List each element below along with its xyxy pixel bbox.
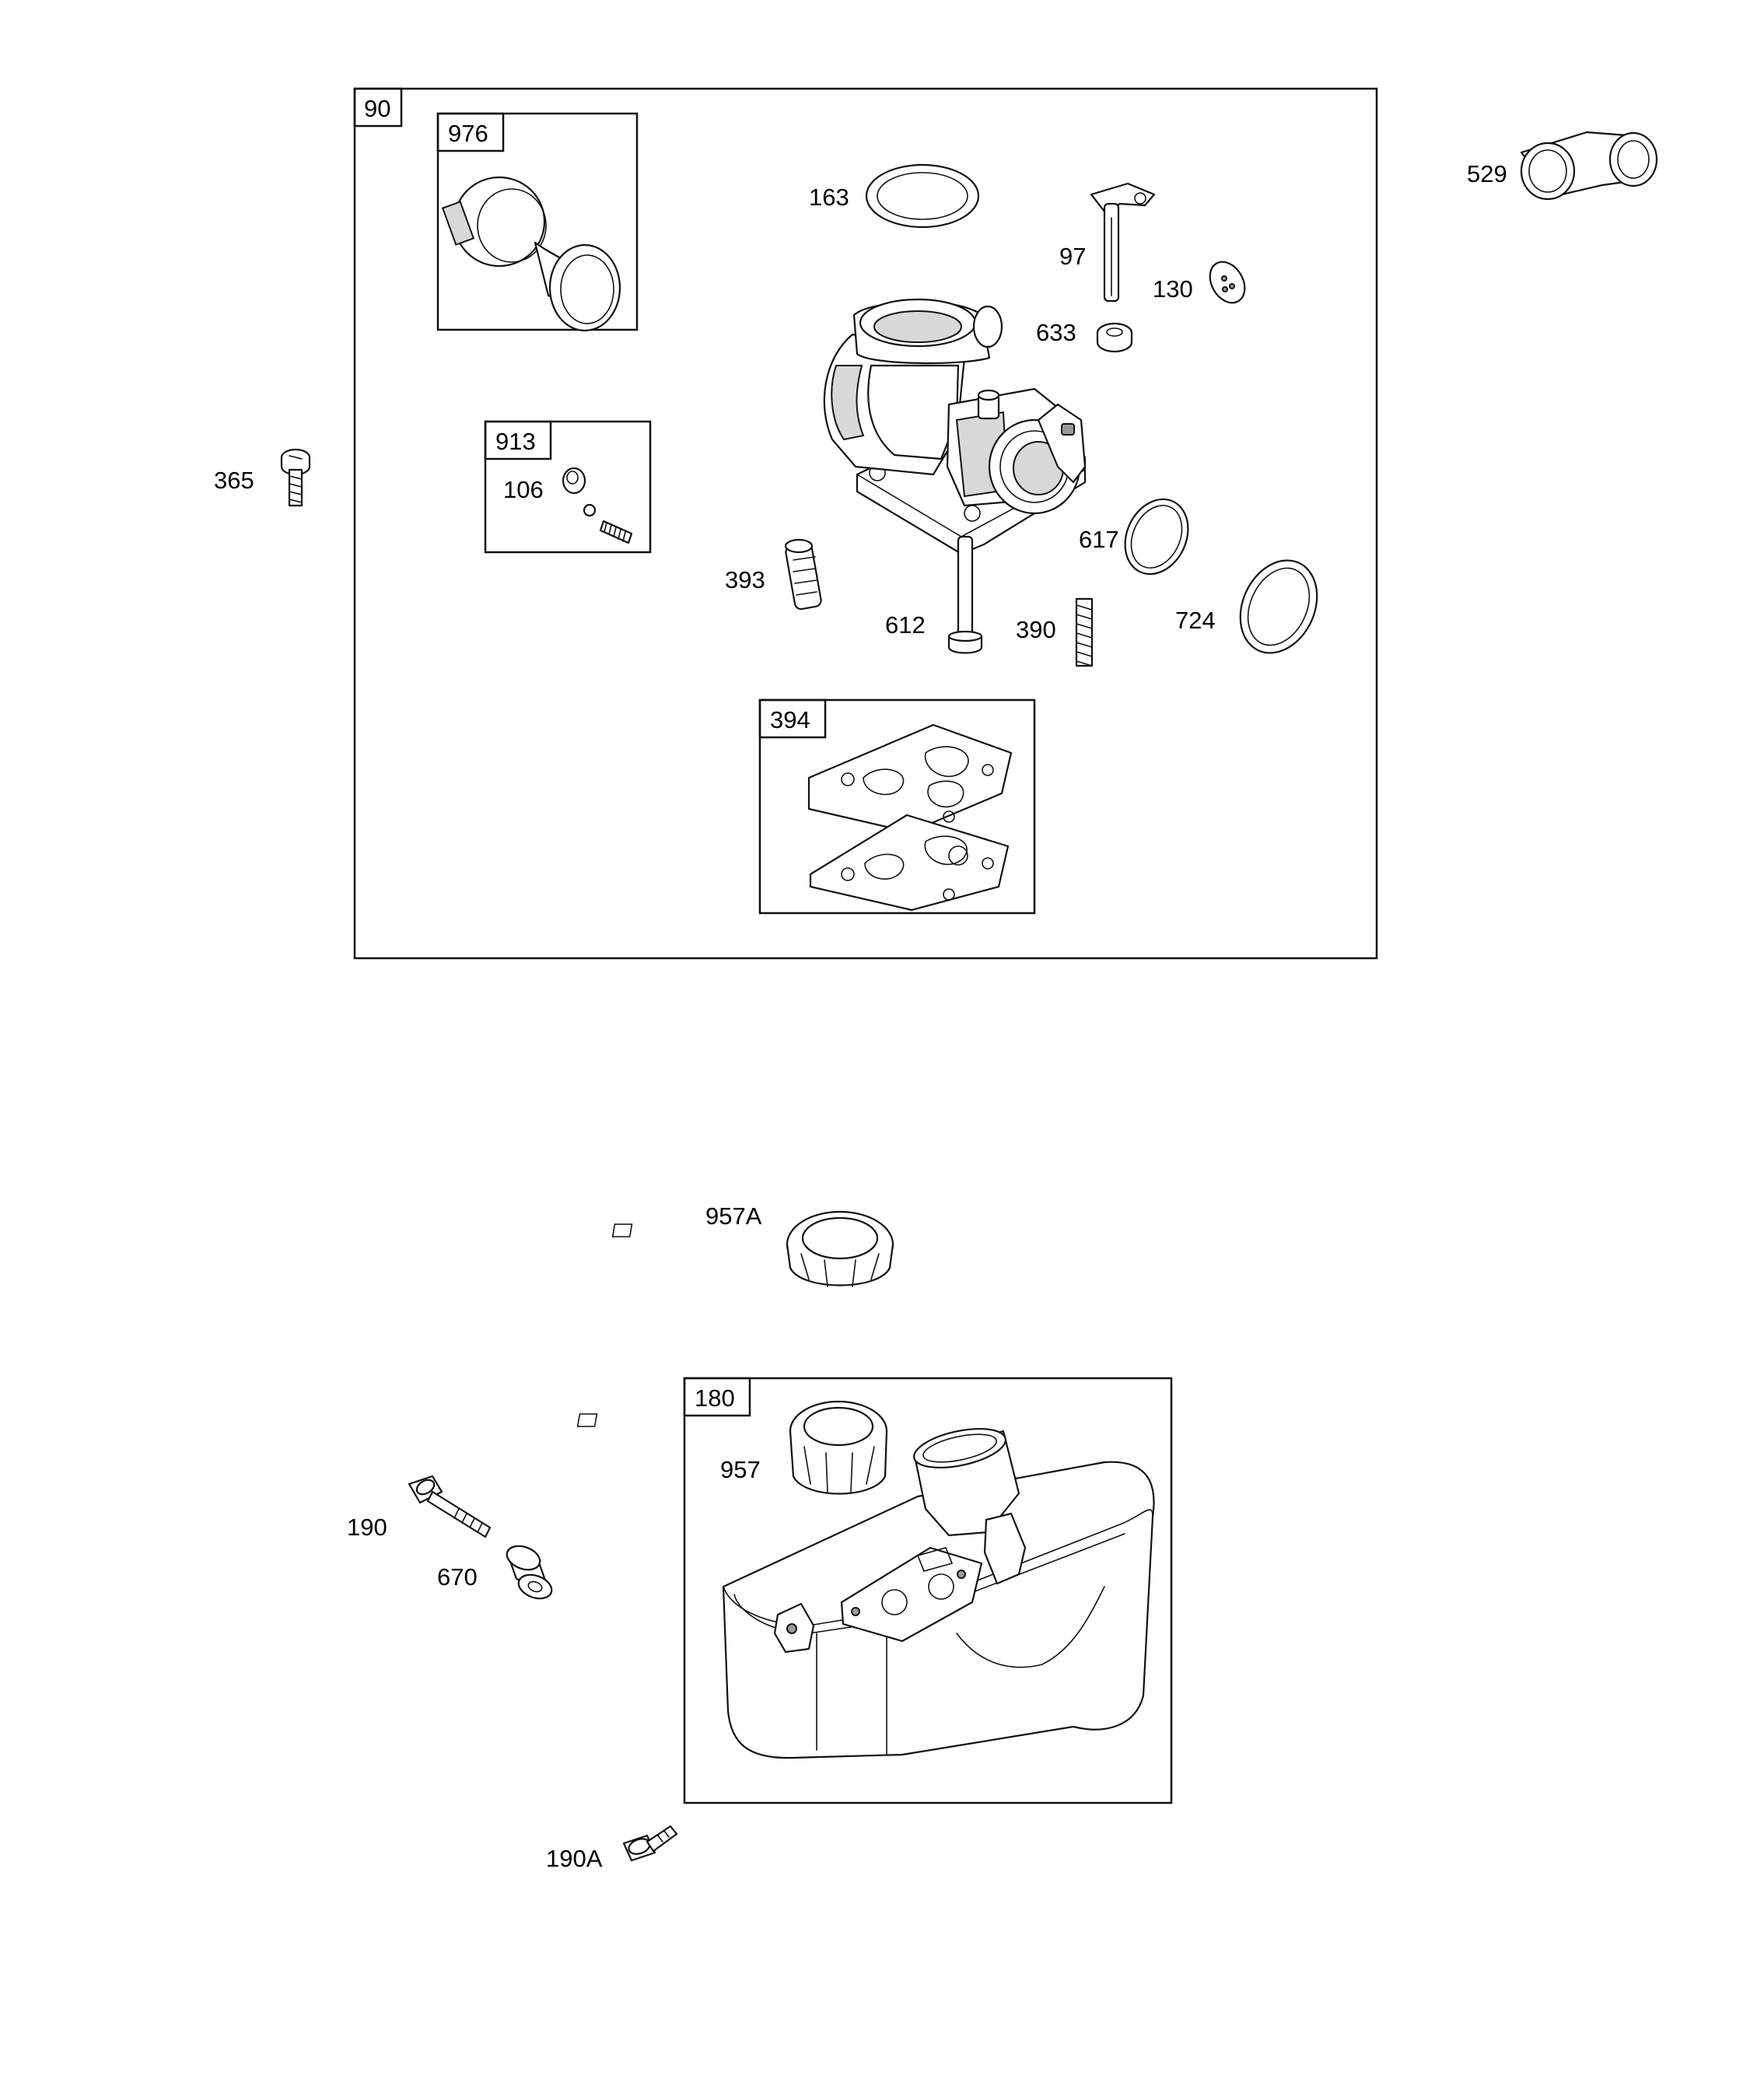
callout-97[interactable]: 97 (1059, 243, 1086, 270)
air-cleaner-adapter-976[interactable] (441, 176, 621, 332)
callout-180[interactable]: 180 (695, 1384, 735, 1412)
kit-180-frame (683, 1377, 1173, 1804)
spacer-670[interactable] (504, 1542, 555, 1602)
callout-393[interactable]: 393 (725, 566, 765, 593)
callout-106[interactable]: 106 (503, 476, 544, 503)
pipe-612[interactable] (947, 535, 983, 654)
kit-394-tag (758, 698, 827, 739)
fuel-cap-957A[interactable] (611, 1210, 894, 1287)
fuel-tank (722, 1428, 1155, 1759)
screw-190A[interactable] (622, 1825, 678, 1862)
callout-390[interactable]: 390 (1016, 616, 1056, 643)
gasket-724[interactable] (1226, 548, 1332, 665)
callout-190A[interactable]: 190A (546, 1845, 603, 1872)
kit-976-frame (436, 112, 639, 331)
float-spring[interactable] (599, 520, 633, 544)
callout-130[interactable]: 130 (1153, 275, 1193, 303)
callout-670[interactable]: 670 (437, 1563, 478, 1591)
kit-394-frame (758, 698, 1036, 915)
diaphragm-gasket-upper[interactable] (807, 723, 1013, 834)
kit-180-tag (683, 1377, 751, 1417)
jet-393[interactable] (784, 538, 822, 611)
callout-90[interactable]: 90 (364, 95, 390, 122)
kit-90-frame (353, 87, 1378, 960)
kit-913-tag (484, 420, 552, 460)
carburetor-body (823, 298, 1087, 555)
fuel-cap-957[interactable] (576, 1400, 888, 1495)
callout-163[interactable]: 163 (809, 184, 849, 211)
bolt-190[interactable] (408, 1475, 492, 1538)
diaphragm-gasket-lower[interactable] (809, 814, 1010, 912)
o-ring-617[interactable] (1113, 489, 1199, 585)
callout-957A[interactable]: 957A (705, 1202, 762, 1230)
callout-976[interactable]: 976 (448, 120, 488, 147)
callout-724[interactable]: 724 (1175, 607, 1216, 634)
throttle-valve-130[interactable] (1203, 256, 1252, 309)
spring-390[interactable] (1075, 597, 1094, 667)
callout-190[interactable]: 190 (347, 1514, 387, 1541)
callout-617[interactable]: 617 (1079, 526, 1119, 553)
callout-612[interactable]: 612 (885, 611, 926, 639)
kit-913-frame (484, 420, 652, 554)
needle-seat-106[interactable] (562, 467, 597, 517)
callout-394[interactable]: 394 (770, 706, 810, 733)
screw-365[interactable] (280, 448, 311, 507)
callout-913[interactable]: 913 (495, 428, 536, 455)
throttle-shaft-97[interactable] (1090, 182, 1156, 303)
elbow-529[interactable] (1520, 131, 1658, 201)
callout-633[interactable]: 633 (1036, 319, 1076, 346)
gasket-163[interactable] (865, 163, 980, 229)
kit-90-tag (353, 87, 403, 128)
callout-365[interactable]: 365 (214, 467, 254, 494)
seal-633[interactable] (1096, 322, 1133, 353)
callout-957[interactable]: 957 (720, 1456, 761, 1483)
callout-529[interactable]: 529 (1467, 160, 1507, 187)
kit-976-tag (436, 112, 505, 152)
